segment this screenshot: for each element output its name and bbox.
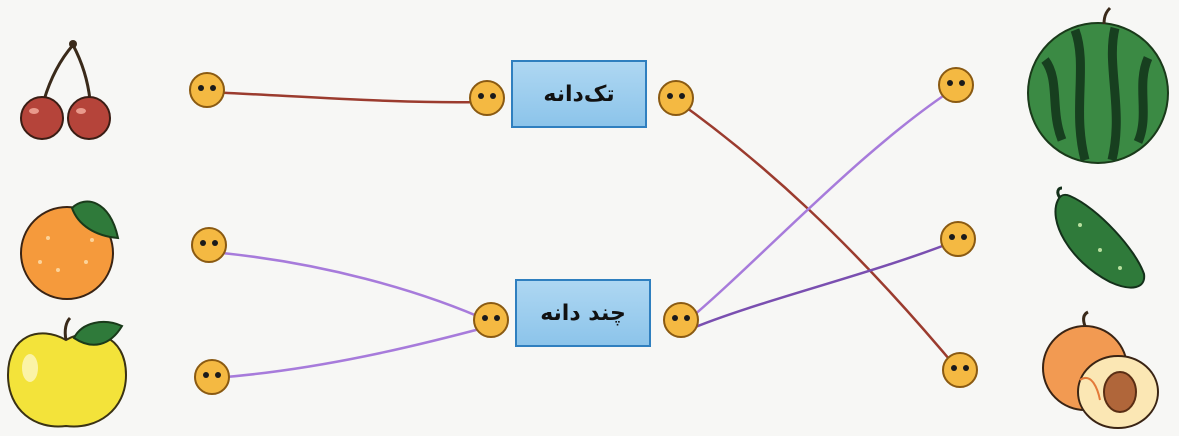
dot-cherry[interactable] — [189, 72, 225, 108]
line-multi-cucumber — [687, 238, 959, 332]
orange-icon — [20, 200, 120, 300]
apple-icon — [6, 316, 128, 428]
dot-orange[interactable] — [191, 227, 227, 263]
line-cherry-single — [206, 90, 487, 104]
watermelon-icon — [1027, 6, 1169, 164]
dot-apple[interactable] — [194, 359, 230, 395]
line-multi-watermelon — [685, 86, 956, 323]
dot-watermelon[interactable] — [938, 67, 974, 103]
multi-seed-label-box[interactable]: چند دانه — [515, 279, 651, 347]
line-orange-multi — [211, 250, 492, 324]
dot-peach[interactable] — [942, 352, 978, 388]
connection-lines — [206, 86, 961, 380]
dot-multi-left[interactable] — [473, 302, 509, 338]
cherry-icon — [20, 40, 111, 140]
line-single-peach — [675, 98, 961, 373]
multi-seed-label: چند دانه — [540, 300, 626, 326]
dot-single-left[interactable] — [469, 80, 505, 116]
line-apple-multi — [213, 324, 492, 380]
dot-cucumber[interactable] — [940, 221, 976, 257]
dot-single-right[interactable] — [658, 80, 694, 116]
single-seed-label-box[interactable]: تک‌دانه — [511, 60, 647, 128]
single-seed-label: تک‌دانه — [543, 81, 615, 107]
cucumber-icon — [1054, 186, 1146, 289]
dots — [189, 67, 978, 395]
peach-icon — [1042, 310, 1159, 429]
dot-multi-right[interactable] — [663, 302, 699, 338]
